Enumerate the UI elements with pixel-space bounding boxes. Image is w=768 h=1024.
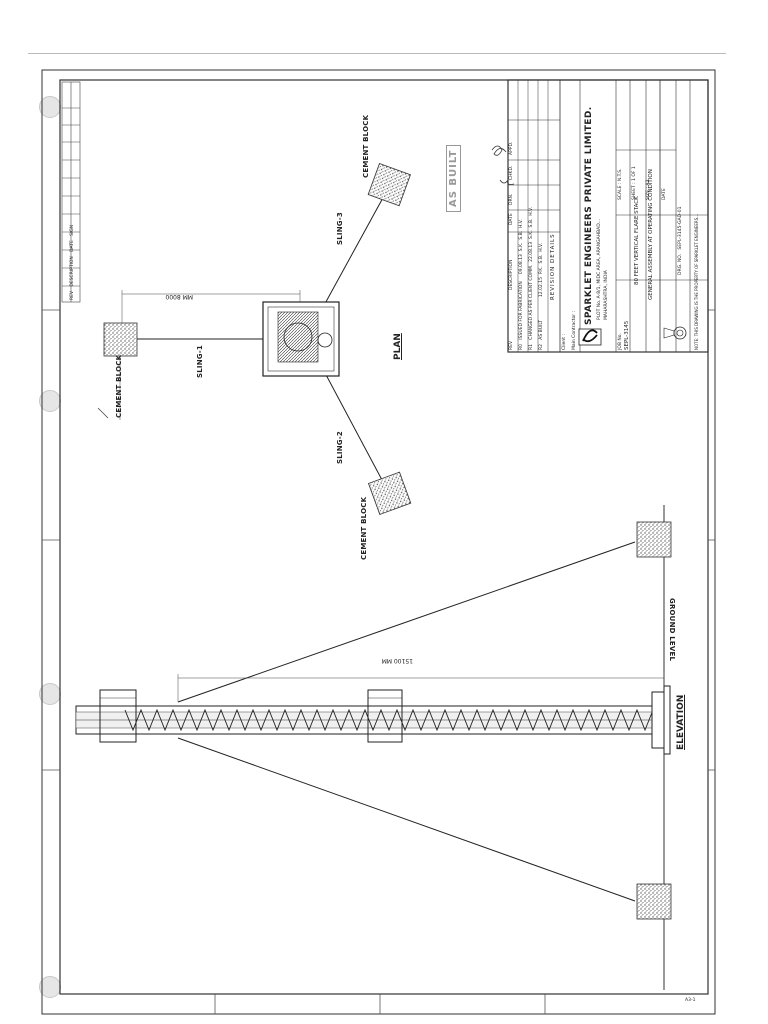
elevation-view (75, 505, 672, 990)
footer-code: A3-1 (685, 998, 696, 1003)
cement-block-2 (367, 471, 412, 515)
sling-label: SLING-3 (336, 212, 344, 245)
sling-label: SLING-1 (196, 345, 204, 378)
revision-col-chkd: CHKD. (509, 165, 514, 180)
revision-col-description: DESCRIPTION (509, 259, 514, 290)
strip-text: REV DESCRIPTION DATE SIGN (70, 224, 75, 300)
cement-block-label: CEMENT BLOCK (360, 496, 368, 560)
mid-platform (367, 689, 403, 743)
dimension-text: 15100 MM (381, 657, 413, 664)
drawing-title: 80 FEET VERTICAL FLARE STACK (634, 196, 640, 285)
sling-3-line (315, 184, 391, 321)
company-address: PLOT No. A-8/1, MIDC AREA, ARANGAHBAD... (597, 219, 602, 320)
top-platform (99, 689, 137, 743)
sheet-top-rule (28, 53, 726, 54)
title-block-note: NOTE: THIS DRAWING IS THE PROPERTY OF SP… (694, 213, 699, 350)
sling-2-line (315, 355, 391, 496)
client-label: Client : (562, 334, 567, 350)
size-label: SIZE : A3 (646, 179, 651, 200)
top-left-revision-strip (61, 81, 81, 303)
anchor-block-lower (636, 883, 672, 920)
revision-row: R2 AS BUILT 12.02.15 P.K. S.B. H.V. (539, 243, 544, 350)
company-address: MAHARASHTRA, INDIA (604, 270, 609, 320)
guy-rope-upper (177, 541, 636, 703)
anchor-block-upper (636, 521, 672, 558)
signature (491, 145, 507, 156)
revision-row: R1 CHANGED AS PER CLIENT COMM. 22.08.13 … (529, 207, 534, 350)
title-block-grid (507, 79, 709, 353)
dimension-text: MM 8000 (165, 293, 193, 300)
job-no: SEPL-3145 (624, 320, 630, 350)
plan-view (97, 162, 412, 515)
sheet-label: SHEET : 1 OF 1 (632, 166, 637, 200)
cement-block-3 (367, 162, 411, 207)
main-contractor-label: Main Contractor : (572, 310, 577, 350)
revision-col-appd: APPD. (509, 141, 514, 155)
zone-ticks (42, 309, 715, 1014)
cement-block-label: CEMENT BLOCK (362, 114, 370, 178)
company-name: SPARKLET ENGINEERS PRIVATE LIMITED. (584, 106, 594, 325)
revision-col-date: DATE (509, 213, 514, 225)
company-logo (578, 328, 602, 346)
guy-rope-lower (177, 737, 636, 902)
revision-col-rev: REV (509, 340, 514, 350)
as-built-stamp: AS BUILT (446, 144, 461, 212)
elevation-view-title: ELEVATION (676, 694, 686, 750)
revision-col-drn: DRN. (509, 193, 514, 205)
revision-row: R0 ISSUED FOR FABRICATION 09.08.13 S.K. … (519, 219, 524, 350)
drawing-no: DRG. NO. SEPL-3145-GAD-01 (678, 206, 683, 276)
outer-border (41, 69, 716, 1015)
ground-level-label: GROUND LEVEL (668, 598, 676, 662)
inner-border (59, 79, 709, 995)
stack-base-elevation (651, 691, 665, 749)
scale-label: SCALE : N.T.S. (618, 168, 623, 200)
cement-block-1 (103, 322, 138, 357)
plan-view-title: PLAN (393, 333, 403, 360)
sling-label: SLING-2 (336, 431, 344, 464)
job-no-label: JOB No. (618, 333, 623, 350)
cement-block-label: CEMENT BLOCK (115, 354, 123, 418)
date-label: DATE (662, 188, 667, 200)
revision-heading: REVISION DETAILS (550, 233, 556, 300)
lattice-bracing (124, 708, 654, 732)
